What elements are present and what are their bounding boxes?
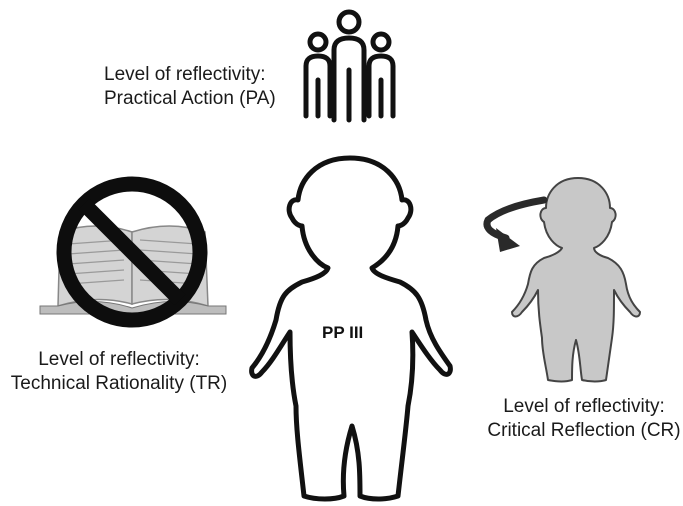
grey-child <box>511 177 641 383</box>
reflecting-child-icon <box>483 177 641 383</box>
reflection-arrow-icon <box>483 196 548 242</box>
practical-action-line1: Level of reflectivity: <box>104 64 266 85</box>
practical-action-line2: Practical Action (PA) <box>104 88 276 109</box>
technical-rationality-label: Level of reflectivity: Technical Rationa… <box>6 348 232 396</box>
critical-reflection-line1: Level of reflectivity: <box>503 396 665 417</box>
no-book-icon <box>39 176 227 328</box>
critical-reflection-label: Level of reflectivity: Critical Reflecti… <box>486 395 682 443</box>
center-child-label: PP III <box>322 323 364 342</box>
prohibition-circle <box>56 176 208 328</box>
group-of-people-icon <box>303 9 396 123</box>
critical-reflection-line2: Critical Reflection (CR) <box>487 420 681 441</box>
prohibition-slash <box>78 198 186 306</box>
child-outline-icon <box>249 155 453 502</box>
practical-action-label: Level of reflectivity: Practical Action … <box>104 63 276 111</box>
arrow-head <box>496 228 520 252</box>
technical-rationality-line1: Level of reflectivity: <box>38 349 200 370</box>
technical-rationality-line2: Technical Rationality (TR) <box>10 373 228 394</box>
